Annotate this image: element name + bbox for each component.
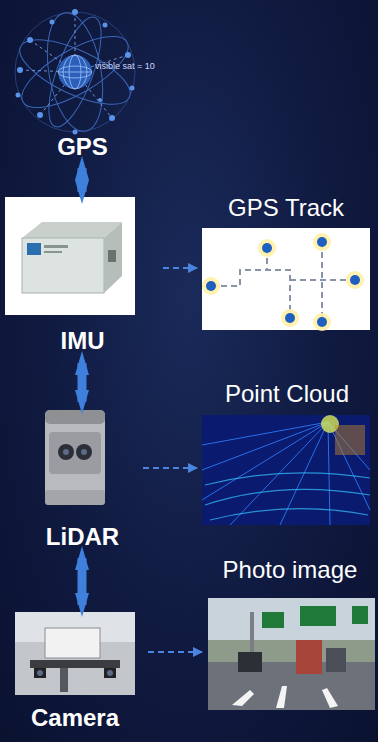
camera-node: Camera — [5, 608, 145, 738]
double-arrow — [78, 363, 87, 402]
double-arrow — [78, 168, 87, 192]
road-photo-picture — [208, 598, 375, 710]
output-heading: Photo image — [205, 556, 375, 584]
point-cloud-picture — [202, 415, 370, 525]
gps-track-picture — [202, 228, 370, 331]
gps-node: visible sat = 10 GPS — [5, 5, 183, 165]
double-arrow — [78, 558, 87, 605]
lidar-node: LiDAR — [25, 405, 140, 555]
dashed-arrow — [148, 651, 202, 653]
earth — [58, 55, 92, 89]
imu-picture — [5, 197, 135, 315]
output-heading: GPS Track — [200, 194, 372, 222]
output-node: Point Cloud — [200, 378, 374, 528]
satellite-count: visible sat = 10 — [95, 61, 179, 71]
dashed-arrow — [163, 267, 197, 269]
lidar-picture — [45, 410, 105, 505]
camera-picture — [15, 612, 135, 695]
output-node: GPS Track — [200, 192, 372, 332]
sensor-label: LiDAR — [25, 523, 140, 551]
imu-node: IMU — [5, 195, 160, 360]
satellite-dots — [16, 9, 135, 135]
sensor-label: IMU — [5, 327, 160, 355]
sensor-label: GPS — [5, 133, 160, 161]
output-heading: Point Cloud — [200, 380, 374, 408]
satellite-globe — [11, 8, 138, 135]
dashed-arrow — [143, 467, 197, 469]
sensor-label: Camera — [5, 704, 145, 732]
output-node: Photo image — [205, 555, 375, 712]
